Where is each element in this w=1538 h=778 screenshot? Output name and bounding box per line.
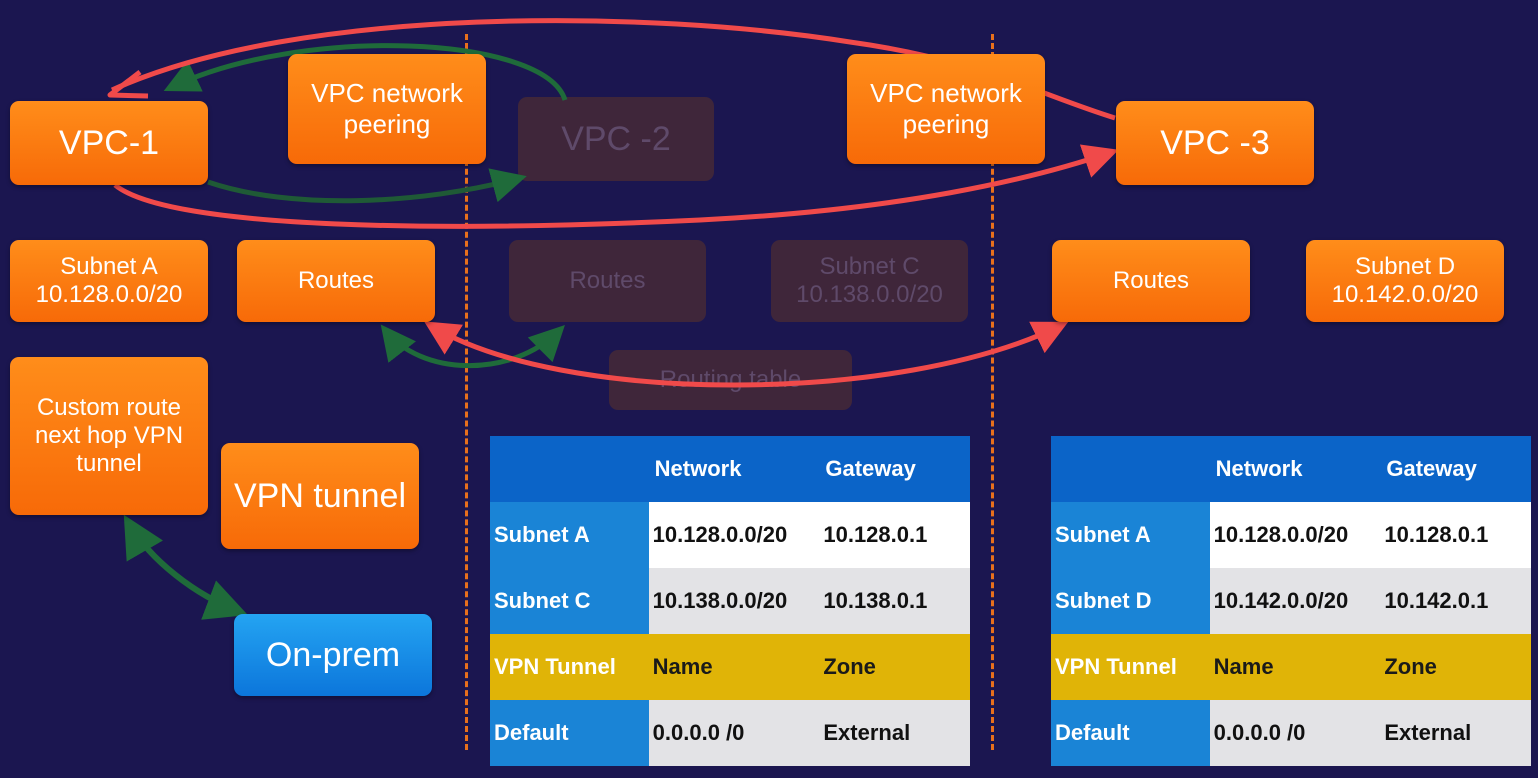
routing-table-box: Routing table <box>609 350 852 410</box>
header-cell-gateway: Gateway <box>819 436 970 502</box>
green-arrow-vpc1-vpc2-bottom <box>207 168 527 204</box>
table-row: Subnet D 10.142.0.0/20 10.142.0.1 <box>1051 568 1531 634</box>
divider-left <box>465 34 468 750</box>
routes-box-vpc3: Routes <box>1052 240 1250 322</box>
vpc2-box: VPC -2 <box>518 97 714 181</box>
divider-right <box>991 34 994 750</box>
header-cell-network: Network <box>1209 436 1381 502</box>
network-cell: Name <box>648 634 820 700</box>
gateway-cell: 10.142.0.1 <box>1380 568 1531 634</box>
row-label: Subnet A <box>490 502 649 568</box>
row-label: Subnet C <box>490 568 649 634</box>
gateway-cell: 10.128.0.1 <box>1380 502 1531 568</box>
routing-table-vpc3: Network Gateway Subnet A 10.128.0.0/20 1… <box>1051 436 1531 766</box>
custom-route-box: Custom route next hop VPN tunnel <box>10 357 208 515</box>
network-cell: Name <box>1209 634 1381 700</box>
routes-box-vpc1: Routes <box>237 240 435 322</box>
gateway-cell: External <box>1380 700 1531 766</box>
table-row: Default 0.0.0.0 /0 External <box>490 700 970 766</box>
table-row: VPN Tunnel Name Zone <box>1051 634 1531 700</box>
row-label: VPN Tunnel <box>1051 634 1210 700</box>
vpn-tunnel-box: VPN tunnel <box>221 443 419 549</box>
gateway-cell: Zone <box>1380 634 1531 700</box>
network-cell: 10.138.0.0/20 <box>648 568 820 634</box>
row-label: Default <box>490 700 649 766</box>
gateway-cell: External <box>819 700 970 766</box>
gateway-cell: 10.128.0.1 <box>819 502 970 568</box>
gateway-cell: Zone <box>819 634 970 700</box>
row-label: Subnet A <box>1051 502 1210 568</box>
table-row: Subnet A 10.128.0.0/20 10.128.0.1 <box>1051 502 1531 568</box>
network-cell: 10.128.0.0/20 <box>648 502 820 568</box>
peering-box-2: VPC network peering <box>847 54 1045 164</box>
table-row: Subnet A 10.128.0.0/20 10.128.0.1 <box>490 502 970 568</box>
header-cell-network: Network <box>648 436 820 502</box>
header-cell <box>490 436 649 502</box>
row-label: Subnet D <box>1051 568 1210 634</box>
table-header-row: Network Gateway <box>1051 436 1531 502</box>
routes-box-vpc2: Routes <box>509 240 706 322</box>
network-cell: 0.0.0.0 /0 <box>1209 700 1381 766</box>
network-cell: 10.128.0.0/20 <box>1209 502 1381 568</box>
subnet-c-box: Subnet C 10.138.0.0/20 <box>771 240 968 322</box>
vpc3-box: VPC -3 <box>1116 101 1314 185</box>
routing-table-vpc2: Network Gateway Subnet A 10.128.0.0/20 1… <box>490 436 970 766</box>
table-header-row: Network Gateway <box>490 436 970 502</box>
network-cell: 10.142.0.0/20 <box>1209 568 1381 634</box>
row-label: Default <box>1051 700 1210 766</box>
table-row: VPN Tunnel Name Zone <box>490 634 970 700</box>
row-label: VPN Tunnel <box>490 634 649 700</box>
peering-box-1: VPC network peering <box>288 54 486 164</box>
on-prem-box: On-prem <box>234 614 432 696</box>
vpc1-box: VPC-1 <box>10 101 208 185</box>
table-row: Default 0.0.0.0 /0 External <box>1051 700 1531 766</box>
gateway-cell: 10.138.0.1 <box>819 568 970 634</box>
subnet-d-box: Subnet D 10.142.0.0/20 <box>1306 240 1504 322</box>
network-cell: 0.0.0.0 /0 <box>648 700 820 766</box>
header-cell-gateway: Gateway <box>1380 436 1531 502</box>
subnet-a-box: Subnet A 10.128.0.0/20 <box>10 240 208 322</box>
header-cell <box>1051 436 1210 502</box>
table-row: Subnet C 10.138.0.0/20 10.138.0.1 <box>490 568 970 634</box>
green-arrow-routes-link <box>380 324 565 369</box>
